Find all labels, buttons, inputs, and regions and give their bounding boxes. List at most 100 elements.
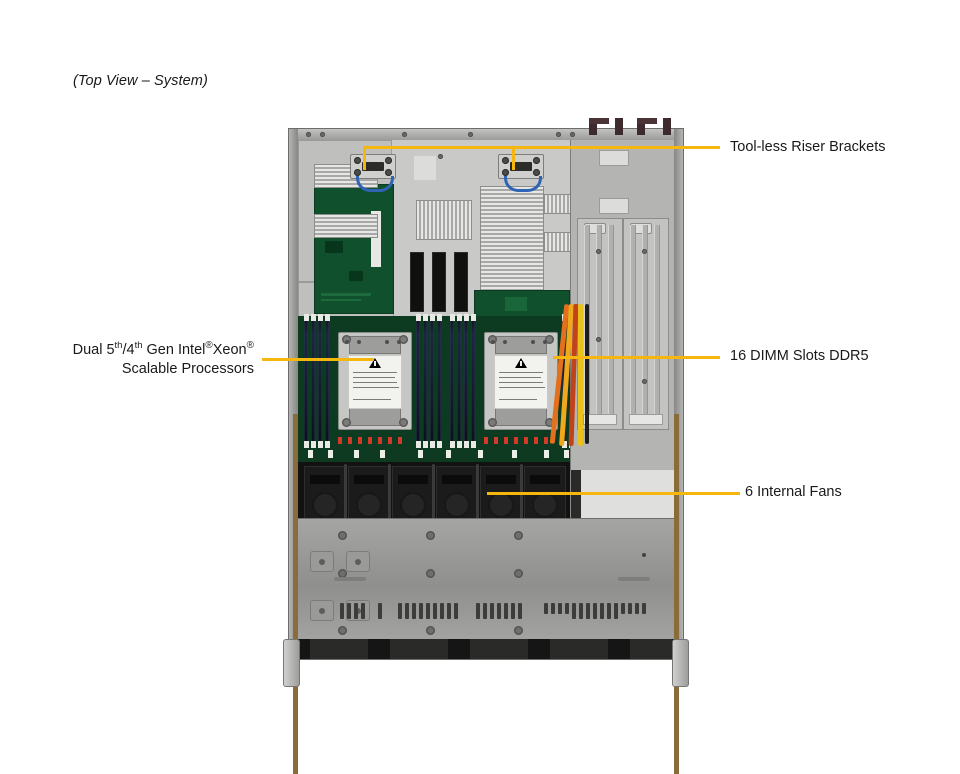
view-caption: (Top View – System) bbox=[73, 73, 208, 89]
pcie-slot bbox=[454, 252, 468, 312]
cpu-screw bbox=[488, 418, 497, 427]
vent-group-5 bbox=[544, 603, 654, 619]
bracket-bolt bbox=[385, 169, 392, 176]
fan-divider bbox=[388, 464, 391, 519]
io-heatsink-left-bottom bbox=[314, 214, 378, 238]
mount-pad bbox=[310, 600, 334, 621]
screw bbox=[320, 132, 325, 137]
cpu-screw bbox=[342, 418, 351, 427]
leader-riser-horizontal bbox=[363, 146, 720, 149]
dimm-slot[interactable] bbox=[449, 314, 455, 448]
cpu-screw bbox=[399, 418, 408, 427]
bracket-bolt bbox=[502, 157, 509, 164]
dimm-bank-a bbox=[303, 314, 332, 448]
vrm-row bbox=[484, 437, 554, 444]
screw bbox=[306, 132, 311, 137]
dimm-slot[interactable] bbox=[470, 314, 476, 448]
chipset-heatsink bbox=[416, 200, 472, 240]
cpu-clamp-bottom bbox=[349, 408, 401, 426]
cpu-clamp-top bbox=[495, 336, 547, 354]
dimm-slot[interactable] bbox=[456, 314, 462, 448]
cpu-socket-2 bbox=[484, 332, 558, 430]
callout-internal-fans: 6 Internal Fans bbox=[745, 484, 842, 500]
server-chassis-top-view bbox=[283, 118, 689, 774]
callout-cpu-line2: Scalable Processors bbox=[121, 360, 254, 377]
mount-pad bbox=[346, 551, 370, 572]
screw bbox=[402, 132, 407, 137]
leader-cpu bbox=[262, 358, 374, 361]
callout-cpu: Dual 5th/4th Gen Intel®Xeon® Scalable Pr… bbox=[30, 341, 254, 378]
chassis-right-side-strip bbox=[674, 414, 679, 774]
psu-handle-1[interactable] bbox=[589, 118, 597, 135]
riser-chip bbox=[349, 271, 363, 281]
dimm-slot[interactable] bbox=[324, 314, 330, 448]
tool-less-riser-bracket-left[interactable] bbox=[350, 154, 396, 179]
dimm-slot[interactable] bbox=[415, 314, 421, 448]
psu-handle-1-grip[interactable] bbox=[589, 118, 609, 124]
cpu-dots bbox=[345, 340, 401, 344]
internal-fan-1[interactable] bbox=[304, 466, 346, 519]
callout-cpu-line1: Dual 5th/4th Gen Intel®Xeon® bbox=[72, 340, 254, 358]
screw bbox=[468, 132, 473, 137]
warning-triangle-icon bbox=[369, 358, 381, 368]
riser-chip bbox=[325, 241, 343, 253]
bracket-bolt bbox=[354, 169, 361, 176]
vent-group-1 bbox=[340, 603, 366, 619]
cpu-warning-label-1 bbox=[348, 355, 402, 409]
fan-divider bbox=[520, 464, 523, 519]
panel-slit bbox=[618, 577, 650, 581]
dimm-slot[interactable] bbox=[317, 314, 323, 448]
psu-nameplate bbox=[583, 414, 617, 425]
tool-less-riser-bracket-right[interactable] bbox=[498, 154, 544, 179]
screw bbox=[556, 132, 561, 137]
psu-nameplate bbox=[629, 414, 663, 425]
riser-trace bbox=[321, 299, 361, 301]
rack-ear-right[interactable] bbox=[672, 639, 689, 687]
connector-row bbox=[308, 450, 570, 458]
dimm-slot[interactable] bbox=[310, 314, 316, 448]
dimm-slot[interactable] bbox=[303, 314, 309, 448]
front-panel bbox=[298, 518, 674, 641]
cpu-screw bbox=[342, 335, 351, 344]
psu-power-cables bbox=[549, 303, 593, 449]
cpu-clamp-bottom bbox=[495, 408, 547, 426]
dimm-slot[interactable] bbox=[429, 314, 435, 448]
riser-label-left bbox=[371, 211, 381, 267]
dimm-slot[interactable] bbox=[463, 314, 469, 448]
mount-pad bbox=[310, 551, 334, 572]
psu-handle-1b[interactable] bbox=[615, 118, 623, 135]
cpu-clamp-top bbox=[349, 336, 401, 354]
dimm-bank-b bbox=[415, 314, 444, 448]
internal-fan-3[interactable] bbox=[392, 466, 434, 519]
bracket-latch[interactable] bbox=[510, 162, 532, 171]
io-connector bbox=[414, 156, 436, 180]
fan-divider bbox=[432, 464, 435, 519]
psu-handle-2b[interactable] bbox=[663, 118, 671, 135]
cpu-dots bbox=[491, 340, 547, 344]
panel-slit bbox=[334, 577, 366, 581]
fan-wall bbox=[298, 462, 571, 519]
rack-ear-left[interactable] bbox=[283, 639, 300, 687]
bracket-bolt bbox=[354, 157, 361, 164]
chassis-left-rail bbox=[289, 129, 298, 659]
screw bbox=[570, 132, 575, 137]
cpu-screw bbox=[399, 335, 408, 344]
dimm-bank-c bbox=[449, 314, 478, 448]
internal-fan-2[interactable] bbox=[348, 466, 390, 519]
dimm-slot[interactable] bbox=[436, 314, 442, 448]
psu-handle-2[interactable] bbox=[637, 118, 645, 135]
internal-fan-4[interactable] bbox=[436, 466, 478, 519]
front-bezel-lip bbox=[298, 639, 674, 659]
power-supply-module-2[interactable] bbox=[623, 218, 669, 430]
chassis-left-side-strip bbox=[293, 414, 298, 774]
leader-dimm bbox=[553, 356, 720, 359]
bracket-latch[interactable] bbox=[362, 162, 384, 171]
riser-trace bbox=[321, 293, 371, 296]
io-heatsink-right-top bbox=[544, 194, 571, 214]
riser-card-right bbox=[474, 290, 570, 318]
psu-handle-2-grip[interactable] bbox=[637, 118, 657, 124]
riser-pull-handle-right[interactable] bbox=[504, 176, 542, 192]
dimm-slot[interactable] bbox=[422, 314, 428, 448]
vent-group-2 bbox=[378, 603, 388, 619]
riser-pull-handle-left[interactable] bbox=[356, 176, 394, 192]
